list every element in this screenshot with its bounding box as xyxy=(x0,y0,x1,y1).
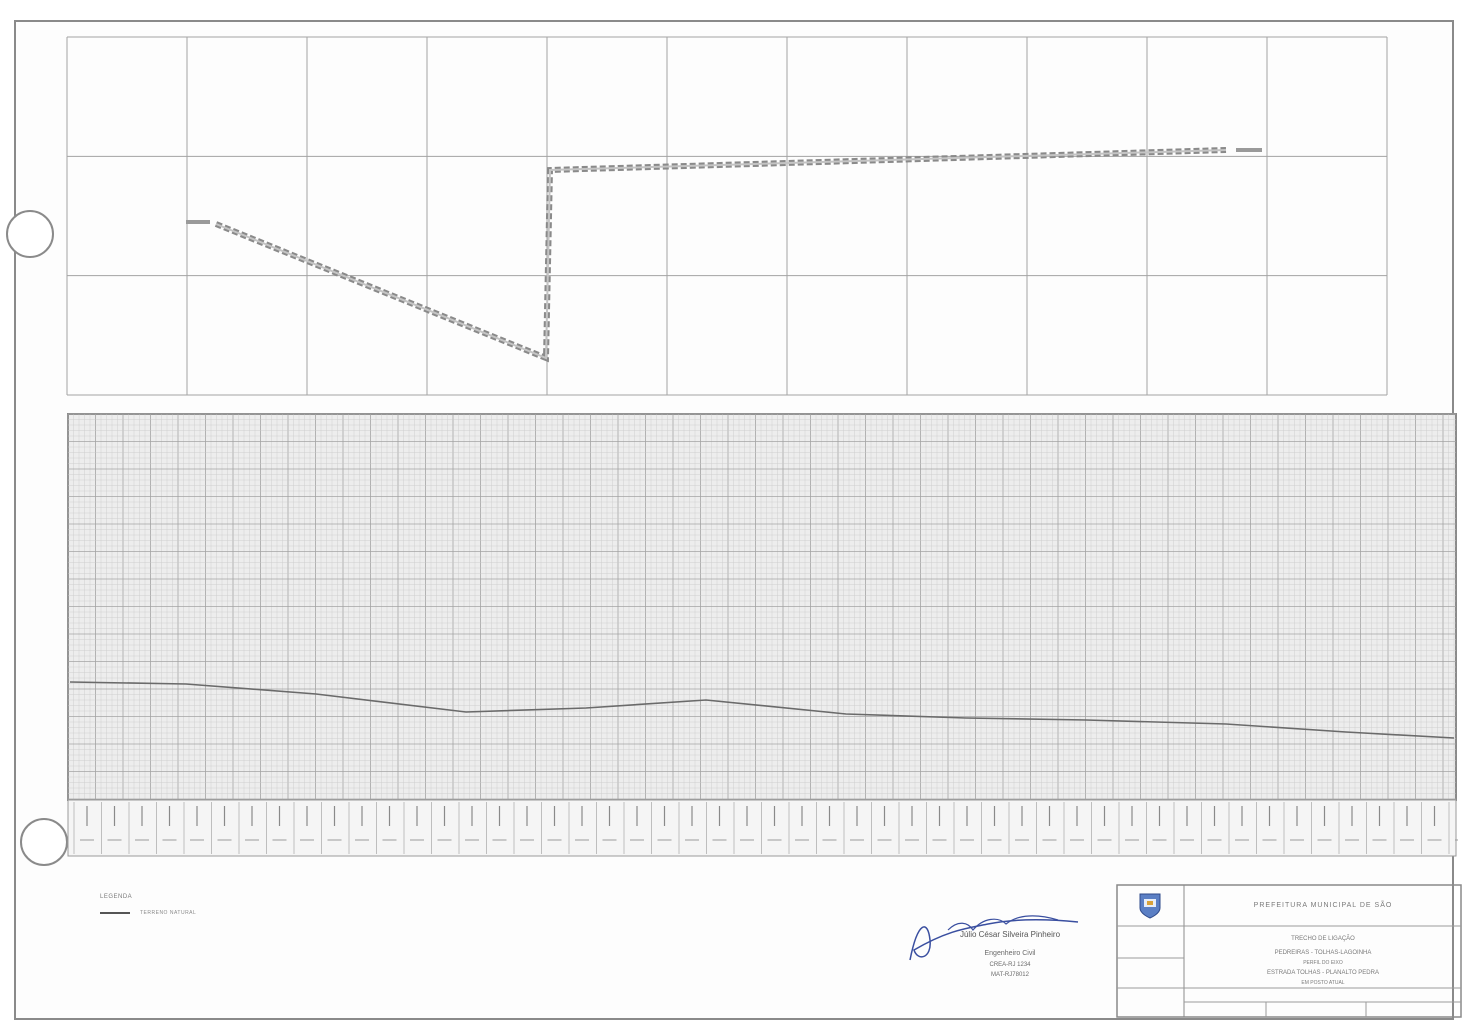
legend-item-label: TERRENO NATURAL xyxy=(140,910,197,916)
signer-registration: MAT-RJ78012 xyxy=(991,972,1029,978)
title-line-1: TRECHO DE LIGAÇÃO xyxy=(1291,936,1355,942)
title-block: PREFEITURA MUNICIPAL DE SÃO TRECHO DE LI… xyxy=(1116,884,1462,1018)
title-line-5: EM POSTO ATUAL xyxy=(1301,980,1345,986)
title-line-4: ESTRADA TOLHAS - PLANALTO PEDRA xyxy=(1267,970,1379,976)
plan-view xyxy=(66,36,1388,396)
municipal-crest-icon xyxy=(1139,893,1161,919)
profile-grid xyxy=(67,413,1456,800)
terrain-profile-line xyxy=(69,681,1455,739)
punch-hole-bottom xyxy=(20,818,68,866)
legend-item: TERRENO NATURAL xyxy=(100,910,196,916)
signature-scribble xyxy=(909,915,1079,961)
signer-role: Engenheiro Civil xyxy=(984,950,1036,957)
signer-name: Júlio César Silveira Pinheiro xyxy=(959,930,1061,939)
title-line-3: PERFIL DO EIXO xyxy=(1303,960,1343,966)
organization-name: PREFEITURA MUNICIPAL DE SÃO xyxy=(1253,902,1393,909)
title-block-frame xyxy=(1116,884,1462,1018)
plan-grid xyxy=(66,36,1388,396)
profile-view xyxy=(67,413,1458,857)
legend-swatch xyxy=(100,912,130,914)
station-band xyxy=(67,799,1457,857)
signer-crea: CREA-RJ 1234 xyxy=(989,962,1031,968)
station-ticks xyxy=(73,802,1458,854)
profile-background xyxy=(67,413,1457,801)
signature-block: Júlio César Silveira Pinheiro Engenheiro… xyxy=(888,900,1098,1010)
alignment-start-label xyxy=(186,220,210,224)
road-alignment xyxy=(214,147,1227,363)
legend: LEGENDA TERRENO NATURAL xyxy=(100,894,196,916)
punch-hole-top xyxy=(6,210,54,258)
alignment-end-label xyxy=(1236,148,1262,152)
title-line-2: PEDREIRAS - TOLHAS-LAGOINHA xyxy=(1274,950,1372,956)
legend-title: LEGENDA xyxy=(100,894,133,900)
road-axis xyxy=(215,149,1227,360)
